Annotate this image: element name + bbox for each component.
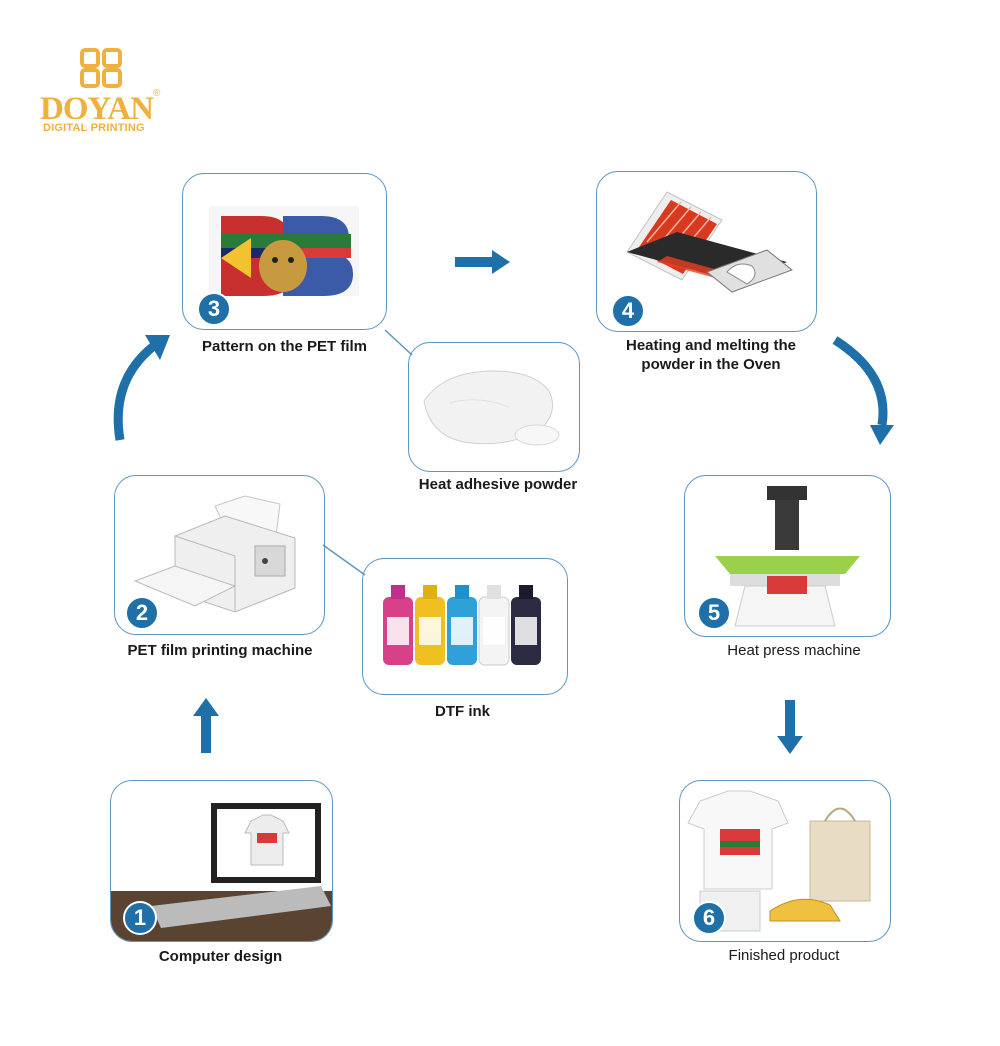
ink-bottles-illustration [383,585,541,666]
step-badge-1: 1 [123,901,157,935]
step-5-label: Heat press machine [727,642,861,659]
step-1-label: Computer design [158,948,283,965]
ink-label: DTF ink [435,703,490,720]
finished-products-illustration [687,790,871,932]
step-2-label: PET film printing machine [127,642,313,659]
arrow-step-5-to-6 [777,700,803,754]
registered-mark: ® [153,88,161,99]
arrow-step-4-to-5 [832,336,894,445]
step-4-image-box: 4 [596,171,817,332]
step-4-label: Heating and melting the powder in the Ov… [625,337,796,373]
dtf-printer-illustration [133,495,296,613]
powder-image-box [408,342,580,472]
step-5-image-box: 5 [684,475,891,637]
arrow-step-2-to-3 [113,335,170,441]
step-badge-5: 5 [697,596,731,630]
brand-name: DOYAN [40,91,154,127]
arrow-step-1-to-2 [193,698,219,753]
pet-film-pattern-illustration [209,206,359,296]
step-badge-2: 2 [125,596,159,630]
step-badge-6: 6 [692,901,726,935]
logo-mark-icon [80,48,122,88]
step-2-image-box: 2 [114,475,325,635]
step-3-image-box: 3 [182,173,387,330]
step-6-image-box: 6 [679,780,891,942]
step-6-label: Finished product [728,947,840,964]
arrow-step-3-to-4 [455,250,510,274]
ink-image-box [362,558,568,695]
laptop-illustration [111,803,332,941]
step-1-image-box: 1 [110,780,333,942]
brand-tagline: DIGITAL PRINTING [43,122,145,134]
brand-logo: DOYAN ® DIGITAL PRINTING [40,48,170,138]
step-badge-4: 4 [611,294,645,328]
powder-bag-illustration [423,370,560,446]
oven-illustration [626,191,794,293]
heat-press-illustration [715,486,860,627]
powder-label: Heat adhesive powder [418,476,578,493]
step-3-label: Pattern on the PET film [201,338,367,355]
step-badge-3: 3 [197,292,231,326]
